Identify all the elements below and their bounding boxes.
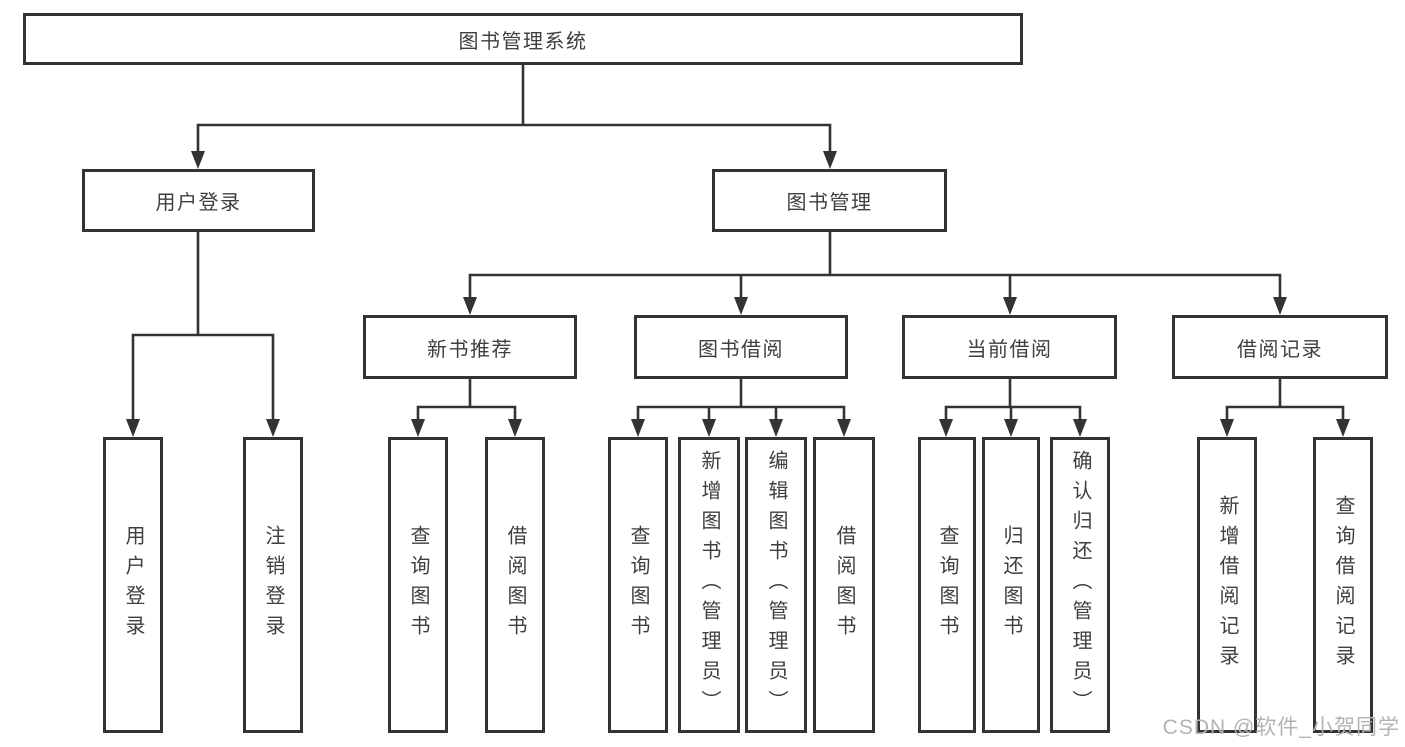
leaf-edit-books-admin: 编辑图书（管理员） bbox=[745, 437, 807, 733]
leaf-query-books-recommend: 查询图书 bbox=[388, 437, 448, 733]
csdn-watermark: CSDN @软件_小贺同学 bbox=[1162, 716, 1400, 739]
leaf-query-books-borrow: 查询图书 bbox=[608, 437, 668, 733]
node-label: 新增图书（管理员） bbox=[698, 450, 720, 720]
node-label: 查询图书 bbox=[407, 525, 429, 645]
node-label: 查询借阅记录 bbox=[1332, 495, 1354, 675]
node-root-system: 图书管理系统 bbox=[23, 13, 1023, 65]
node-label: 图书借阅 bbox=[698, 338, 784, 361]
node-label: 当前借阅 bbox=[966, 338, 1053, 361]
leaf-logout: 注销登录 bbox=[243, 437, 303, 733]
node-label: 新书推荐 bbox=[427, 338, 513, 361]
node-label: 借阅图书 bbox=[504, 525, 526, 645]
node-label: 查询图书 bbox=[627, 525, 649, 645]
node-label: 图书管理系统 bbox=[458, 30, 588, 53]
leaf-query-books-current: 查询图书 bbox=[918, 437, 976, 733]
node-label: 图书管理 bbox=[786, 192, 873, 214]
leaf-borrow-books-recommend: 借阅图书 bbox=[485, 437, 545, 733]
node-book-management: 图书管理 bbox=[712, 169, 947, 232]
node-user-login: 用户登录 bbox=[82, 169, 315, 232]
node-book-borrow: 图书借阅 bbox=[634, 315, 848, 379]
node-label: 查询图书 bbox=[936, 525, 958, 645]
node-label: 新增借阅记录 bbox=[1216, 495, 1238, 675]
node-label: 注销登录 bbox=[262, 525, 284, 645]
leaf-query-borrow-record: 查询借阅记录 bbox=[1313, 437, 1373, 733]
node-current-borrow: 当前借阅 bbox=[902, 315, 1117, 379]
node-label: 用户登录 bbox=[122, 525, 144, 645]
node-label: 用户登录 bbox=[155, 192, 242, 214]
node-new-book-recommend: 新书推荐 bbox=[363, 315, 577, 379]
node-label: 编辑图书（管理员） bbox=[765, 450, 787, 720]
leaf-user-login: 用户登录 bbox=[103, 437, 163, 733]
node-label: 归还图书 bbox=[1000, 525, 1022, 645]
node-label: 借阅记录 bbox=[1237, 338, 1323, 361]
leaf-confirm-return-admin: 确认归还（管理员） bbox=[1050, 437, 1110, 733]
node-borrow-records: 借阅记录 bbox=[1172, 315, 1388, 379]
leaf-add-borrow-record: 新增借阅记录 bbox=[1197, 437, 1257, 733]
tree-edges bbox=[131, 63, 1345, 425]
node-label: 确认归还（管理员） bbox=[1069, 450, 1091, 720]
node-label: 借阅图书 bbox=[833, 525, 855, 645]
leaf-return-books: 归还图书 bbox=[982, 437, 1040, 733]
leaf-borrow-books: 借阅图书 bbox=[813, 437, 875, 733]
leaf-add-books-admin: 新增图书（管理员） bbox=[678, 437, 740, 733]
